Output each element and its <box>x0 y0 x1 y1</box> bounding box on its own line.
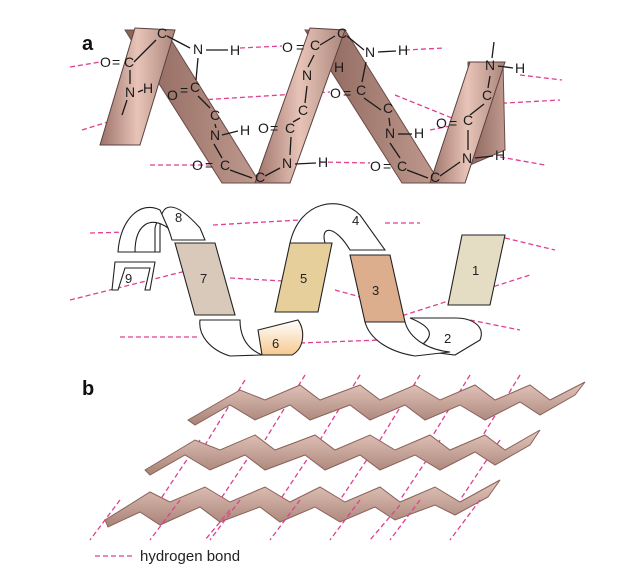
sheet-hbonds-front <box>89 499 481 541</box>
segment-1-shape <box>447 234 506 306</box>
atom-c-5: C <box>220 157 230 173</box>
segment-label-5: 5 <box>300 271 307 286</box>
atom-h-4: H <box>318 154 328 170</box>
schematic-numbers: 1 2 3 4 5 6 7 8 9 <box>125 210 479 351</box>
atom-h-6: H <box>398 42 408 58</box>
segment-label-7: 7 <box>200 271 207 286</box>
atom-n-8: N <box>462 150 472 166</box>
atom-c-8: C <box>298 102 308 118</box>
atom-c-2: C <box>190 79 200 95</box>
atom-h-2: H <box>230 42 240 58</box>
segment-label-6: 6 <box>272 336 279 351</box>
double-bond-6: = <box>343 85 351 101</box>
legend: hydrogen bond <box>95 548 240 565</box>
atom-o-4: O <box>258 120 269 136</box>
atom-h-7: H <box>414 125 424 141</box>
atom-c-16: C <box>482 87 492 103</box>
double-bond-2: = <box>180 82 188 98</box>
double-bond-3: = <box>205 157 213 173</box>
legend-label: hydrogen bond <box>140 548 240 565</box>
atom-c-9: C <box>310 37 320 53</box>
segment-6-arc <box>199 319 263 357</box>
segment-label-9: 9 <box>125 271 132 286</box>
double-bond-7: = <box>383 158 391 174</box>
atom-c-15: C <box>463 112 473 128</box>
schematic-segments <box>111 203 506 357</box>
panel-a-label: a <box>82 33 94 55</box>
atom-c-13: C <box>397 158 407 174</box>
helix-bonds <box>121 35 514 179</box>
segment-label-8: 8 <box>175 210 182 225</box>
atom-n-4: N <box>282 155 292 171</box>
atom-o-8: O <box>436 115 447 131</box>
beta-strand-middle <box>144 429 541 476</box>
atom-n-9: N <box>485 57 495 73</box>
atom-c-3: C <box>157 25 167 41</box>
atom-n-1: N <box>125 84 135 100</box>
atom-o-5: O <box>282 39 293 55</box>
atom-o-2: O <box>167 87 178 103</box>
atom-h-5: H <box>334 59 344 75</box>
beta-strand-top <box>187 381 586 426</box>
atom-c-7: C <box>285 120 295 136</box>
double-bond-4: = <box>270 120 278 136</box>
helix-ribbon-front <box>99 27 506 184</box>
segment-7-shape <box>174 242 236 316</box>
panel-b-label: b <box>82 378 94 400</box>
helix-atoms: O = C N H O = C C N H C N H O = C C N H … <box>100 25 525 185</box>
segment-label-2: 2 <box>444 331 451 346</box>
segment-label-4: 4 <box>352 213 359 228</box>
atom-c-4: C <box>210 107 220 123</box>
atom-o-6: O <box>330 85 341 101</box>
atom-n-7: N <box>385 125 395 141</box>
atom-c-10: C <box>337 25 347 41</box>
atom-c-11: C <box>356 82 366 98</box>
double-bond-8: = <box>449 115 457 131</box>
atom-c-12: C <box>383 100 393 116</box>
double-bond-1: = <box>112 54 120 70</box>
segment-label-3: 3 <box>372 283 379 298</box>
atom-n-5: N <box>302 67 312 83</box>
atom-o-1: O <box>100 54 111 70</box>
atom-c-6: C <box>255 169 265 185</box>
atom-o-3: O <box>192 157 203 173</box>
atom-h-8: H <box>495 147 505 163</box>
segment-3-arc <box>364 321 451 357</box>
atom-h-9: H <box>515 60 525 76</box>
segment-5-shape <box>274 242 333 313</box>
beta-strand-bottom <box>104 479 501 528</box>
segment-8-inner <box>117 206 170 253</box>
atom-n-2: N <box>193 41 203 57</box>
segment-9-shape <box>111 261 156 291</box>
atom-n-3: N <box>210 127 220 143</box>
double-bond-5: = <box>296 39 304 55</box>
atom-h-3: H <box>240 122 250 138</box>
segment-4-shape <box>289 203 387 251</box>
atom-o-7: O <box>370 158 381 174</box>
segment-label-1: 1 <box>472 263 479 278</box>
atom-h-1: H <box>143 80 153 96</box>
segment-6-shape <box>257 319 304 356</box>
atom-c-14: C <box>430 169 440 185</box>
atom-n-6: N <box>365 44 375 60</box>
atom-c-1: C <box>124 54 134 70</box>
